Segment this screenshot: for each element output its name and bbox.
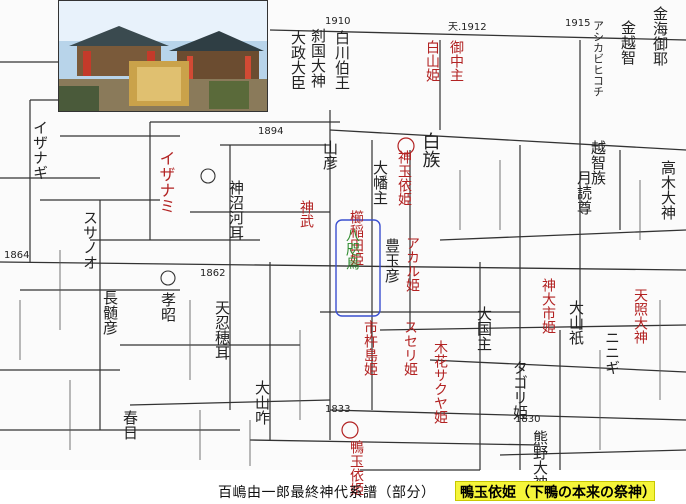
name-kamuchi: 大山咋: [253, 380, 271, 425]
highlighted-caption-text: 鴨玉依姫（下鴨の本来の祭神）: [460, 485, 656, 501]
name-izanami: イザナミ: [157, 150, 176, 214]
shrine-photo: [58, 0, 268, 112]
circle-mark: [160, 270, 176, 286]
name-kushi: 櫛稲田姫: [348, 209, 364, 266]
shrine-photo-art: [59, 1, 267, 111]
name-suseri: スセリ姫: [402, 320, 418, 376]
name-izanagi: イザナギ: [31, 120, 49, 180]
name-ninigi: ニニギ: [603, 330, 621, 375]
name-shirakawa: 白川伯王: [333, 30, 351, 90]
name-ohhata: 大幡主: [371, 160, 389, 205]
circle-mark: [200, 168, 216, 184]
year-1833: 1833: [325, 404, 350, 415]
name-shinatsu: 神大市姫: [540, 278, 556, 334]
name-nakayama: 大山祇: [567, 300, 585, 346]
year-1915: 1915: [565, 18, 590, 29]
name-shiraha: 白山姫: [424, 40, 440, 82]
red-circle-mark: [397, 137, 415, 155]
name-kosiwachi: 金越智: [619, 20, 637, 65]
name-konohana: 木花サクヤ姫: [432, 340, 448, 424]
name-tagori: タゴリ姫: [511, 360, 529, 420]
year-1862: 1862: [200, 268, 225, 279]
name-labels-red: 白山姫 御中主 神玉依姫 櫛稲田姫 イザナミ 天照大神 スセリ姫 神武 市杵島姫…: [157, 40, 649, 496]
name-kamo: 神玉依姫: [396, 150, 412, 206]
figure-caption: 百嶋由一郎最終神代系譜（部分）: [218, 485, 436, 501]
name-kasuga: 春日: [121, 410, 139, 440]
name-susano: スサノオ: [81, 210, 99, 270]
name-tamayori: 豊玉彦: [383, 238, 401, 283]
name-labels-black: 刹国大神 白川伯王 大政大臣 金海御耶 金越智 アシカビヒコチ 越智族 白族 山…: [31, 6, 677, 490]
year-1910: 1910: [325, 16, 350, 27]
year-1912: 天.1912: [448, 22, 487, 33]
name-kumanosu: 熊野大神: [531, 430, 549, 490]
name-labels-green: 八咫烏: [344, 228, 360, 270]
vertical-lines: [29, 40, 621, 470]
name-oshihomimi: 天忍穂耳: [213, 300, 231, 360]
name-kaminuma: 神沼河耳: [227, 180, 245, 240]
name-akaru: アカル姫: [404, 236, 420, 292]
name-kotoshiro: 大国主: [475, 306, 493, 351]
highlight-box: [335, 219, 381, 317]
name-shirazoku: 白族: [420, 132, 441, 168]
name-kiyama: 山彦: [321, 140, 339, 170]
red-circle-mark: [341, 421, 359, 439]
name-nagara: 長髄彦: [101, 290, 119, 335]
year-1830: 1830: [515, 414, 540, 425]
name-daisei: 大政大臣: [289, 30, 307, 90]
name-mikanushi: 御中主: [448, 40, 464, 82]
year-1864: 1864: [4, 250, 29, 261]
name-yatahiko: 八咫烏: [344, 228, 360, 270]
annotation-strokes: [19, 160, 661, 466]
name-koshiwachi2: 越智族: [589, 140, 607, 186]
year-labels: 1910 天.1912 1915 1894 1862 1864 1833 183…: [4, 16, 590, 425]
caption-highlight: [455, 481, 655, 501]
name-kaneyama: 金海御耶: [651, 6, 669, 66]
year-1894: 1894: [258, 126, 283, 137]
name-ichiki: 市杵島姫: [362, 319, 378, 376]
name-tsukiyomi: 月読尊: [575, 170, 593, 216]
name-kamotama: 鴨玉依姫: [348, 440, 364, 496]
name-ashikabi: アシカビヒコチ: [592, 20, 605, 97]
name-sashikuni: 刹国大神: [309, 28, 327, 88]
name-takagi: 高木大神: [659, 160, 677, 220]
name-amaterasu: 天照大神: [632, 288, 648, 344]
name-kamumimi: 神武: [298, 200, 314, 228]
name-kousho: 孝昭: [159, 292, 177, 322]
